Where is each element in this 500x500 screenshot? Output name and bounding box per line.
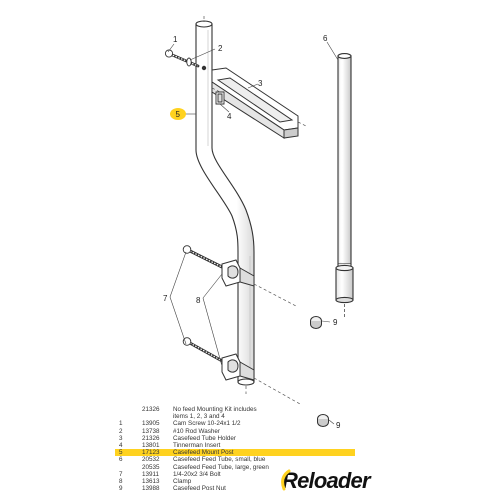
callout-9-upper: 9	[333, 318, 338, 327]
bolt-upper	[182, 245, 226, 270]
callout-4: 4	[227, 112, 232, 121]
cam-screw	[164, 49, 200, 68]
post-nut-lower	[317, 414, 329, 427]
clamp-upper	[221, 259, 255, 287]
callout-5-highlight	[170, 108, 186, 120]
tinnerman-insert	[215, 91, 225, 105]
callouts: 1 2 3 4 5 6 7 8 9 9	[163, 34, 341, 430]
callout-2: 2	[218, 44, 223, 53]
callout-1: 1	[173, 35, 178, 44]
callout-3: 3	[258, 79, 263, 88]
rod-washer	[186, 57, 192, 67]
parts-row: items 1, 2, 3 and 4	[173, 413, 225, 421]
callout-8: 8	[196, 296, 201, 305]
callout-6: 6	[323, 34, 328, 43]
reloader-logo: Reloader	[281, 468, 371, 494]
casefeed-mount-post	[195, 20, 255, 386]
casefeed-tube-holder	[211, 67, 299, 139]
casefeed-feed-tube	[335, 53, 354, 318]
bolt-lower	[182, 337, 226, 364]
logo-swoosh-icon	[281, 469, 291, 491]
clamp-lower	[221, 353, 255, 381]
leader-lines	[167, 41, 339, 425]
callout-7: 7	[163, 294, 168, 303]
assembly-lines	[203, 16, 307, 405]
callout-5: 5	[176, 110, 181, 119]
brand-name: Reloader	[282, 468, 371, 493]
callout-9-lower: 9	[336, 421, 341, 430]
post-nut-upper	[310, 316, 322, 329]
